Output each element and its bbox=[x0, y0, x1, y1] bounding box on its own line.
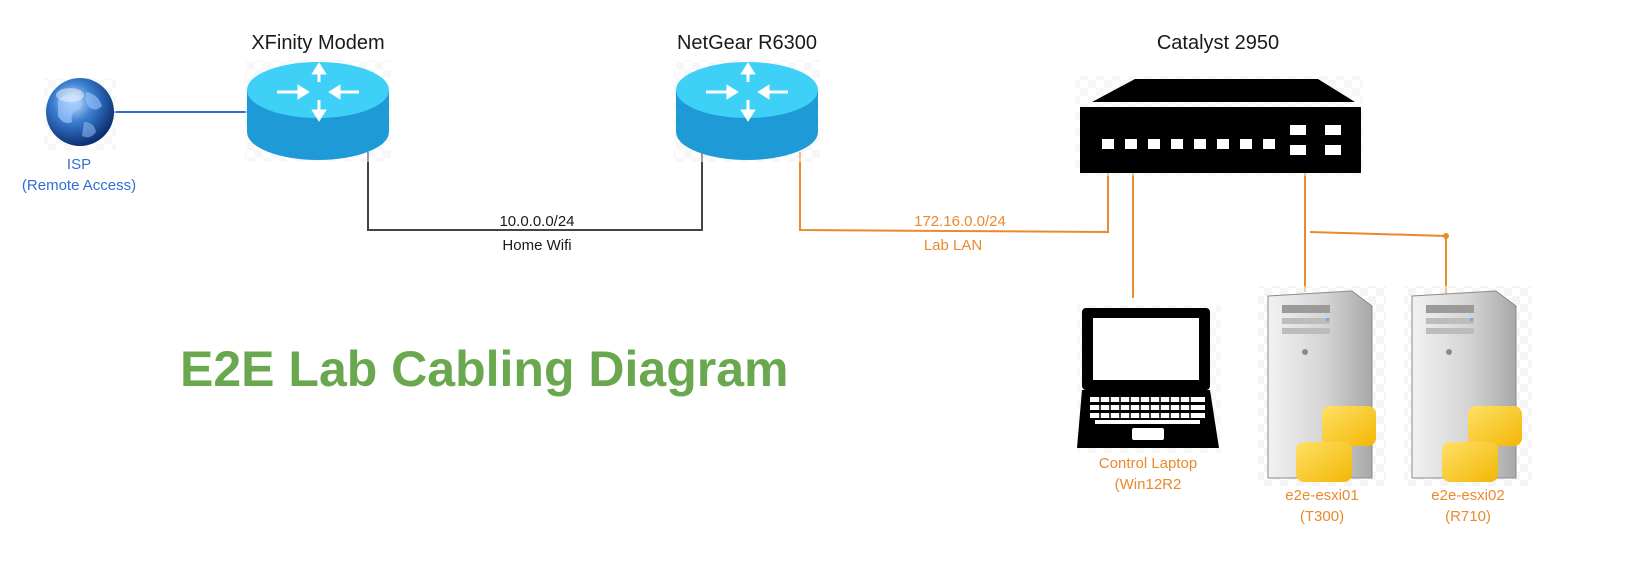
lab-lan-label: Lab LAN bbox=[923, 237, 983, 254]
laptop-icon bbox=[1077, 305, 1221, 453]
lab-subnet-label: 172.16.0.0/24 bbox=[914, 213, 1006, 230]
laptop-label: Control Laptop (Win12R2 bbox=[1099, 453, 1197, 495]
esxi01-label-line2: (T300) bbox=[1299, 508, 1345, 525]
vmware-logo bbox=[1442, 406, 1522, 482]
esxi02-label: e2e-esxi02 (R710) bbox=[1431, 485, 1504, 527]
router-label: NetGear R6300 bbox=[676, 32, 818, 54]
laptop-label-line2: (Win12R2 bbox=[1114, 476, 1182, 493]
router-icon bbox=[245, 60, 391, 162]
isp-label-line2: (Remote Access) bbox=[21, 177, 137, 194]
diagram-title: E2E Lab Cabling Diagram bbox=[180, 341, 789, 397]
vmware-logo bbox=[1296, 406, 1376, 482]
esxi01-label-line1: e2e-esxi01 bbox=[1285, 487, 1359, 504]
home-wifi-label: Home Wifi bbox=[502, 237, 572, 254]
isp-label: ISP (Remote Access) bbox=[22, 154, 136, 196]
esxi02-label-line2: (R710) bbox=[1445, 508, 1491, 525]
esxi02-label-line1: e2e-esxi02 bbox=[1431, 487, 1505, 504]
globe-icon bbox=[44, 78, 116, 150]
home-subnet-label: 10.0.0.0/24 bbox=[499, 213, 575, 230]
switch-label: Catalyst 2950 bbox=[1156, 32, 1280, 54]
modem-label: XFinity Modem bbox=[251, 32, 385, 54]
switch-icon bbox=[1075, 76, 1363, 176]
link-home-wifi bbox=[367, 152, 703, 231]
laptop-label-line1: Control Laptop bbox=[1098, 455, 1198, 472]
isp-label-line1: ISP bbox=[66, 156, 92, 173]
router-icon bbox=[674, 60, 820, 162]
esxi01-label: e2e-esxi01 (T300) bbox=[1285, 485, 1358, 527]
